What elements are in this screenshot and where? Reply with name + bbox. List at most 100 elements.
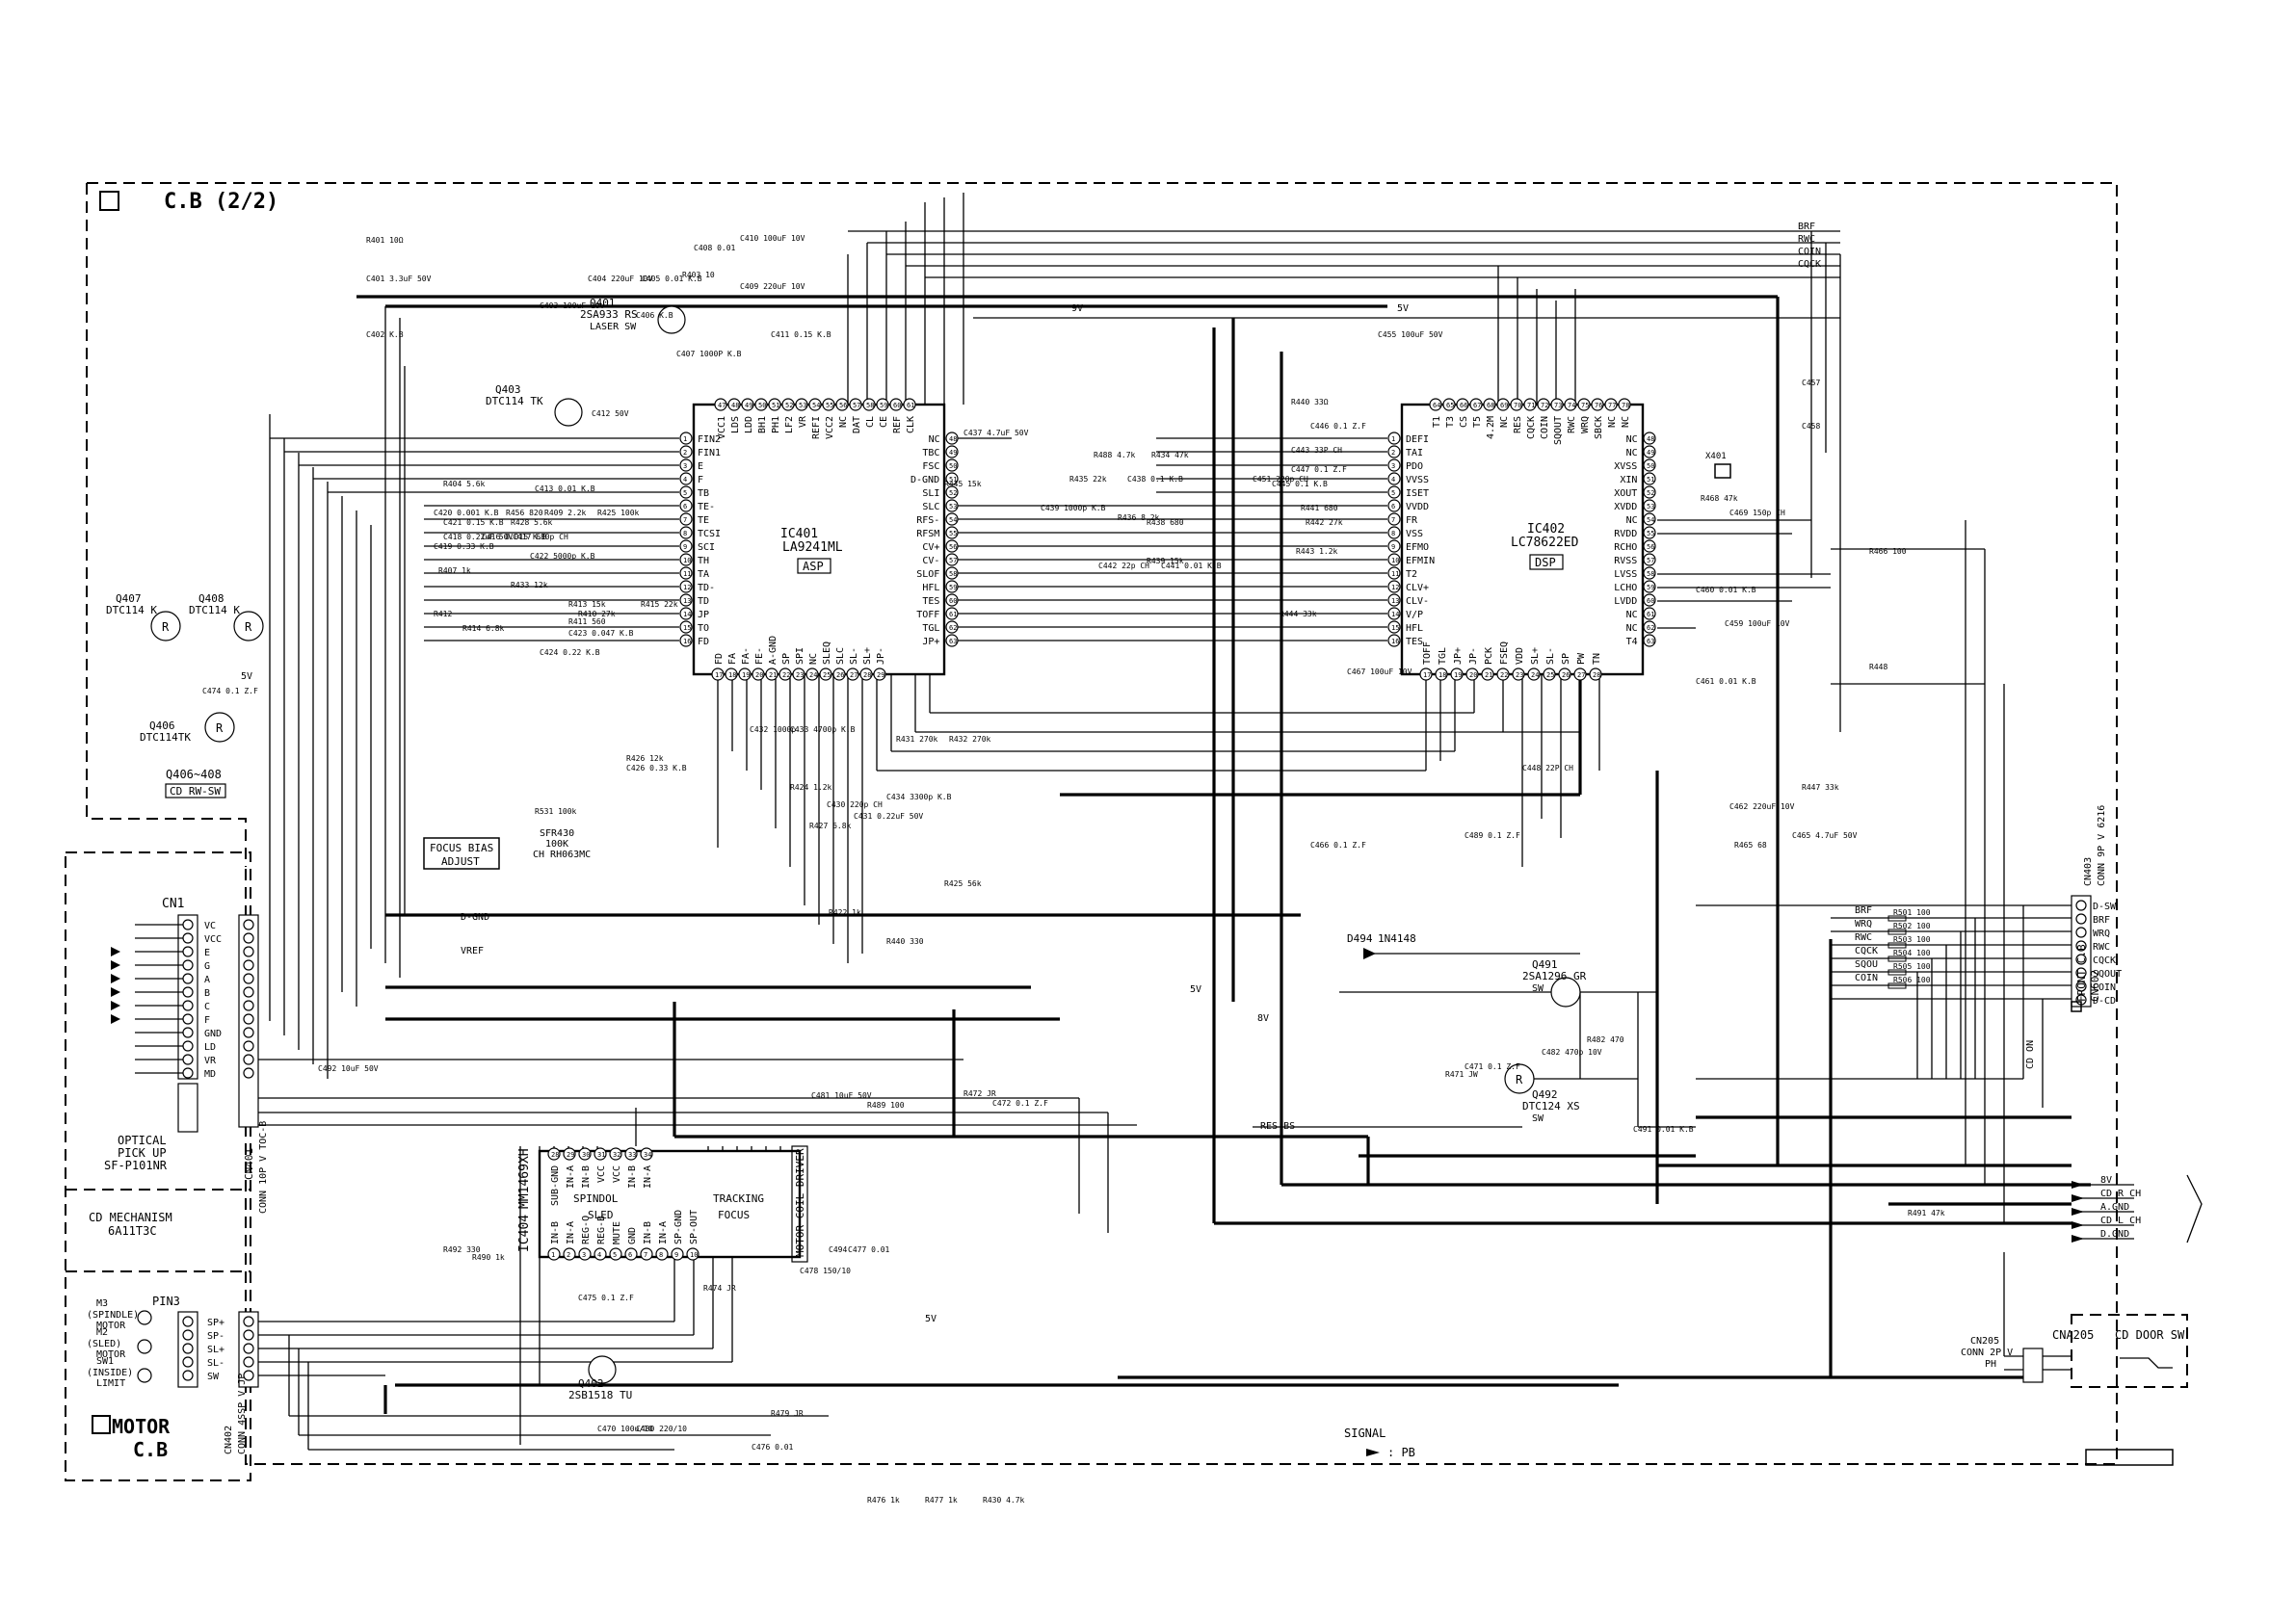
ic401-right-label: TOFF [916, 610, 939, 620]
ic401-ref: IC401 [780, 527, 818, 541]
cn205-ref: CN205 [1970, 1336, 1999, 1347]
pin3-pin-label: SL+ [207, 1345, 224, 1355]
ic402-top-label: T3 [1445, 416, 1456, 428]
ic402-left-number: 13 [1391, 597, 1399, 605]
component-label: C431 0.22uF 50V [854, 812, 923, 821]
ic404-bottom-number: 8 [659, 1251, 663, 1259]
component-label: C421 0.15 K.B [443, 518, 504, 527]
focus-bias-line2: ADJUST [441, 855, 480, 868]
cn402-pad [243, 1370, 254, 1381]
cn401-pad [243, 946, 254, 957]
ic401-bottom-pad [738, 668, 752, 681]
component-label: C416 0.015 K.B [482, 533, 547, 541]
cn403-pin-label: D-CD [2093, 996, 2116, 1007]
component-label: R488 4.7k [1094, 451, 1136, 459]
ic402-bottom-number: 22 [1500, 671, 1508, 679]
ic401-top-pad [768, 398, 781, 411]
component-label: R435 22k [1069, 475, 1107, 484]
ic404-bottom-label: IN-B [550, 1221, 561, 1244]
ic401-left-label: TO [698, 623, 709, 634]
x401-crystal-icon [1714, 463, 1731, 479]
ic401-top-number: 52 [785, 402, 793, 409]
ic401-left-label: FIN1 [698, 448, 721, 458]
ic402-bottom-label: VDD [1515, 647, 1525, 665]
ic402-left-pad [1387, 485, 1401, 499]
cn401-pad [243, 986, 254, 998]
ic401-right-label: TBC [922, 448, 939, 458]
ic401-right-pad [945, 634, 959, 647]
ic401-top-number: 50 [758, 402, 766, 409]
bus-resistor-label: R501 100 [1893, 908, 1931, 917]
ic402-right-pad [1643, 607, 1656, 620]
ic401-left-label: FD [698, 637, 709, 647]
transistor-ref: Q402 [578, 1377, 604, 1390]
ic404-spindle: SPINDOL [573, 1192, 619, 1205]
ic401-right-pad [945, 485, 959, 499]
component-label: C434 3300p K.B [886, 793, 952, 801]
ic402-bottom-label: SL+ [1530, 647, 1541, 665]
component-label: C403 100uF 10V [540, 301, 605, 310]
ic402-left-label: EFMIN [1406, 556, 1435, 566]
rail-res-bs: RES BS [1260, 1121, 1295, 1132]
ic401-top-pad [741, 398, 754, 411]
rail-5v-left: 5V [241, 671, 252, 682]
component-label: C474 0.1 Z.F [202, 687, 258, 695]
component-label: C441 0.01 K.B [1161, 562, 1222, 570]
ic401-top-number: 51 [772, 402, 779, 409]
cn1-pin-label: VR [204, 1056, 217, 1066]
component-label: C462 220uF 10V [1729, 802, 1795, 811]
cn403-pin-label: RWC [2093, 942, 2110, 953]
ic401-bottom-pad [779, 668, 792, 681]
component-label: R440 33Ω [1291, 398, 1329, 406]
component-label: C477 0.01 [848, 1245, 890, 1254]
mechanism-line1: CD MECHANISM [89, 1211, 172, 1224]
component-label: C422 5000p K.B [530, 552, 595, 561]
transistor-note: SW [1532, 1113, 1544, 1124]
ic404-top-number: 31 [597, 1151, 605, 1159]
cn1-pin-label: B [204, 988, 210, 999]
ic404-top-label: IN-B [627, 1165, 638, 1189]
svg-text:R: R [216, 721, 224, 735]
component-label: R424 1.2k [790, 783, 832, 792]
component-label: C417 680p CH [513, 533, 568, 541]
ic404-bottom-label: SP-GND [673, 1210, 684, 1244]
component-label: C439 1000p K.B [1041, 504, 1106, 512]
ic401-top-pins: 47VCC148LDS49LDD50BH151PH152LF253VR54REF… [714, 398, 916, 439]
cn1-pin-label: G [204, 961, 210, 972]
component-label: R489 100 [867, 1101, 905, 1110]
ic402-right-pad [1643, 620, 1656, 634]
board-outlines [65, 182, 2188, 1481]
ic401-left-label: TE- [698, 502, 715, 512]
ic402-right-number: 58 [1647, 570, 1654, 578]
ic401-top-pad [835, 398, 849, 411]
ic404-focus: FOCUS [718, 1209, 750, 1221]
ic402-right-number: 50 [1647, 462, 1654, 470]
ic401-right-number: 58 [949, 570, 957, 578]
ic401-top-number: 55 [826, 402, 833, 409]
ic401-top-pad [808, 398, 822, 411]
component-label: R403 10 [682, 271, 715, 279]
ic402-bottom-pad [1527, 668, 1541, 681]
ic402-right-pad [1643, 553, 1656, 566]
component-label: C451 220p CH [1253, 475, 1308, 484]
ic402-top-number: 76 [1595, 402, 1602, 409]
motor-list: M3(SPINDLE)MOTORM2(SLED)MOTORSW1(INSIDE)… [87, 1298, 152, 1389]
cn401-pad [243, 1013, 254, 1025]
ic402-bottom-pad [1450, 668, 1464, 681]
cn401-pad [243, 1067, 254, 1079]
ic402-top-number: 65 [1446, 402, 1454, 409]
ic402-left-number: 14 [1391, 611, 1399, 618]
bus-signal-label: BRF [1855, 905, 1872, 916]
component-label: C470 100u/10 [597, 1425, 653, 1433]
ic402-top-pad [1564, 398, 1577, 411]
ic402-left-number: 5 [1391, 489, 1395, 497]
ic401-left-number: 4 [683, 476, 687, 484]
component-label: R448 [1869, 663, 1887, 671]
component-label: R456 820 [506, 509, 543, 517]
ic401-top-label: VCC1 [717, 416, 727, 439]
ic401-right-number: 50 [949, 462, 957, 470]
ic402-left-number: 15 [1391, 624, 1399, 632]
component-label: C433 4700p K.B [790, 725, 856, 734]
